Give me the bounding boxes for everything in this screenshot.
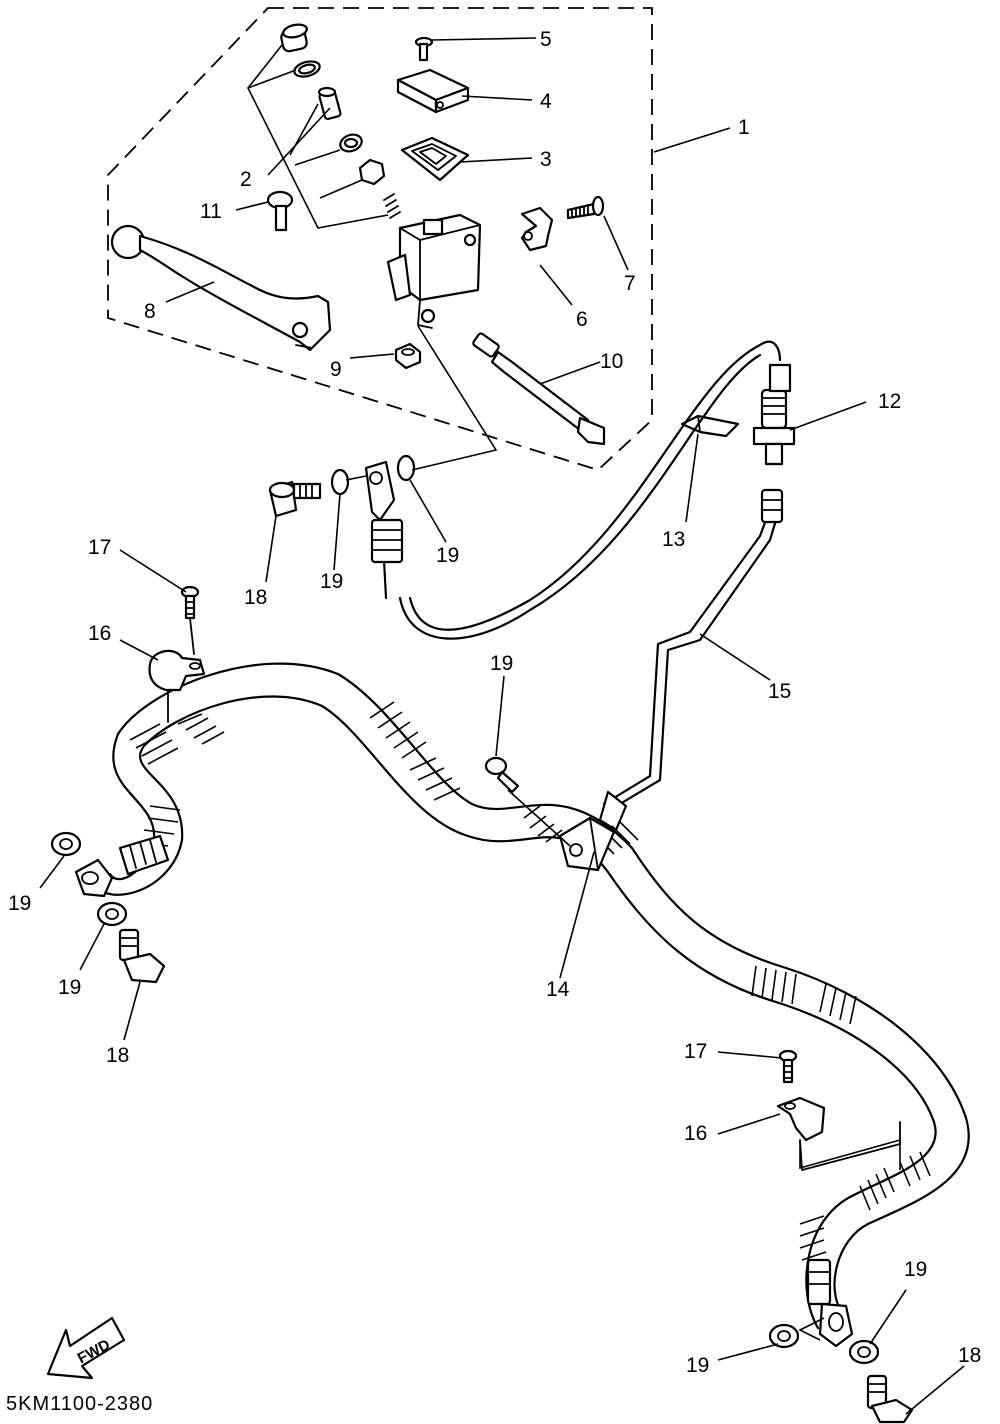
brake-light-switch [472,332,606,446]
hose-clamp-upper [148,649,206,723]
forward-direction-indicator: FWD [46,1316,126,1380]
banjo-bolt-lower-left [118,928,166,984]
assembly-outline [107,7,653,472]
banjo-bracket-leader [411,325,498,471]
fwd-arrow-icon [46,1316,126,1380]
master-cylinder-body [386,213,482,329]
callout-18-lower-left: 18 [106,1044,129,1067]
washer-upper-b [396,454,416,482]
brake-lever [110,224,332,352]
callout-6: 6 [576,308,588,331]
reservoir-cap [396,68,470,114]
hose-guide-block [558,816,616,872]
callout-8: 8 [144,300,156,323]
hose-clamp-lower [776,1096,901,1171]
clamp-bolt-lower [778,1049,798,1084]
upper-brake-hose [364,340,792,640]
callout-17-upper: 17 [88,536,111,559]
lever-holder [520,206,554,252]
callout-4: 4 [540,90,552,113]
callout-19-lower-right-a: 19 [686,1354,709,1377]
callout-17-lower: 17 [684,1040,707,1063]
main-brake-hose [89,668,964,1331]
callout-12: 12 [878,390,901,413]
hose-end-fitting-right [806,1258,854,1348]
callout-15: 15 [768,680,791,703]
callout-14: 14 [546,978,570,1001]
callout-19-lower-right-b: 19 [904,1258,927,1281]
washer-lower-left-a [50,831,82,857]
diaphragm [400,136,470,182]
callout-19-upper-a: 19 [320,570,343,593]
guide-bolt [484,756,571,847]
callout-20: 19 [490,652,513,675]
piston-kit [247,23,401,229]
hose-joint [752,388,796,466]
callout-18-lower-right: 18 [958,1344,981,1367]
joint-clip [680,414,740,438]
callout-3: 3 [540,148,552,171]
callout-7: 7 [624,272,636,295]
callout-16-lower: 16 [684,1122,707,1145]
diagram-code: 5KM1100-2380 [6,1393,153,1415]
callout-5: 5 [540,28,552,51]
hose-end-fitting-left [74,834,170,898]
callout-18-upper: 18 [244,586,267,609]
clamp-bolt-upper [180,585,200,655]
callout-19-lower-left-b: 19 [58,976,81,999]
callout-labels: 1 2 3 4 5 6 7 8 9 10 11 12 13 14 15 16 1… [8,28,981,1377]
callout-leaders [39,37,965,1415]
main-hose-outline [86,662,970,1330]
callout-19-lower-left-a: 19 [8,892,31,915]
callout-2: 2 [240,168,252,191]
callout-1: 1 [738,116,750,139]
washer-upper-a [330,468,350,496]
callout-11: 11 [200,200,222,223]
callout-19-upper-b: 19 [436,544,459,567]
callout-10: 10 [600,350,623,373]
cap-screw [414,36,434,62]
banjo-bolt-lower-right [866,1374,914,1424]
lever-nut [394,342,422,370]
brake-pipe [598,488,784,832]
callout-9: 9 [330,358,342,381]
callout-16-upper: 16 [88,622,111,645]
washer-lower-right-b [848,1339,880,1365]
washer-lower-left-b [96,901,128,927]
washer-lower-right-a [768,1323,800,1349]
holder-bolt [566,195,605,220]
callout-13: 13 [662,528,685,551]
lever-pivot-bolt [266,190,294,232]
banjo-bolt-upper [268,480,322,518]
